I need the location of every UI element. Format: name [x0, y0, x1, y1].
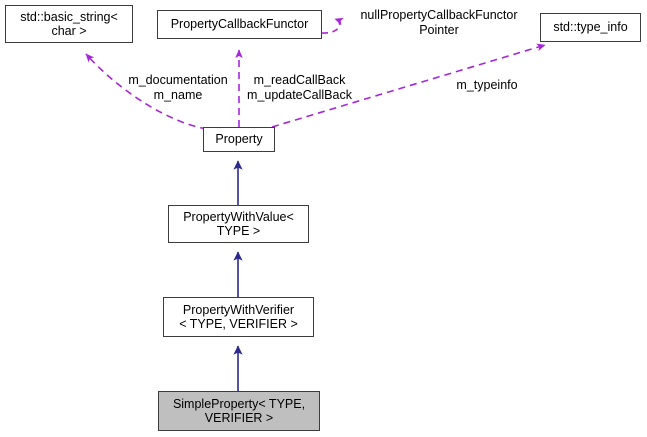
class-node-std-type-info[interactable]: std::type_info [540, 13, 641, 42]
edge-callback-functor-self [321, 17, 344, 34]
class-node-label: std::type_info [553, 20, 628, 35]
class-node-property[interactable]: Property [203, 127, 275, 152]
class-node-property-callback-functor[interactable]: PropertyCallbackFunctor [157, 10, 322, 39]
class-node-std-basic-string[interactable]: std::basic_string< char > [5, 5, 133, 43]
class-node-property-with-value[interactable]: PropertyWithValue< TYPE > [168, 205, 309, 243]
edge-label-null-property-callback-functor-pointer: nullPropertyCallbackFunctor Pointer [360, 8, 518, 37]
class-node-label: PropertyWithValue< TYPE > [183, 209, 294, 239]
class-node-label: PropertyCallbackFunctor [170, 17, 309, 32]
class-node-label: std::basic_string< char > [20, 9, 118, 39]
class-node-label: Property [215, 132, 263, 147]
class-node-label: SimpleProperty< TYPE, VERIFIER > [172, 396, 306, 426]
edge-label-m-documentation-m-name: m_documentation m_name [128, 73, 228, 102]
class-node-property-with-verifier[interactable]: PropertyWithVerifier < TYPE, VERIFIER > [163, 297, 314, 337]
class-node-label: PropertyWithVerifier < TYPE, VERIFIER > [179, 302, 298, 332]
class-node-simple-property[interactable]: SimpleProperty< TYPE, VERIFIER > [158, 391, 320, 431]
edge-label-m-typeinfo: m_typeinfo [456, 78, 518, 92]
edge-label-m-read-update-callback: m_readCallBack m_updateCallBack [247, 73, 352, 102]
